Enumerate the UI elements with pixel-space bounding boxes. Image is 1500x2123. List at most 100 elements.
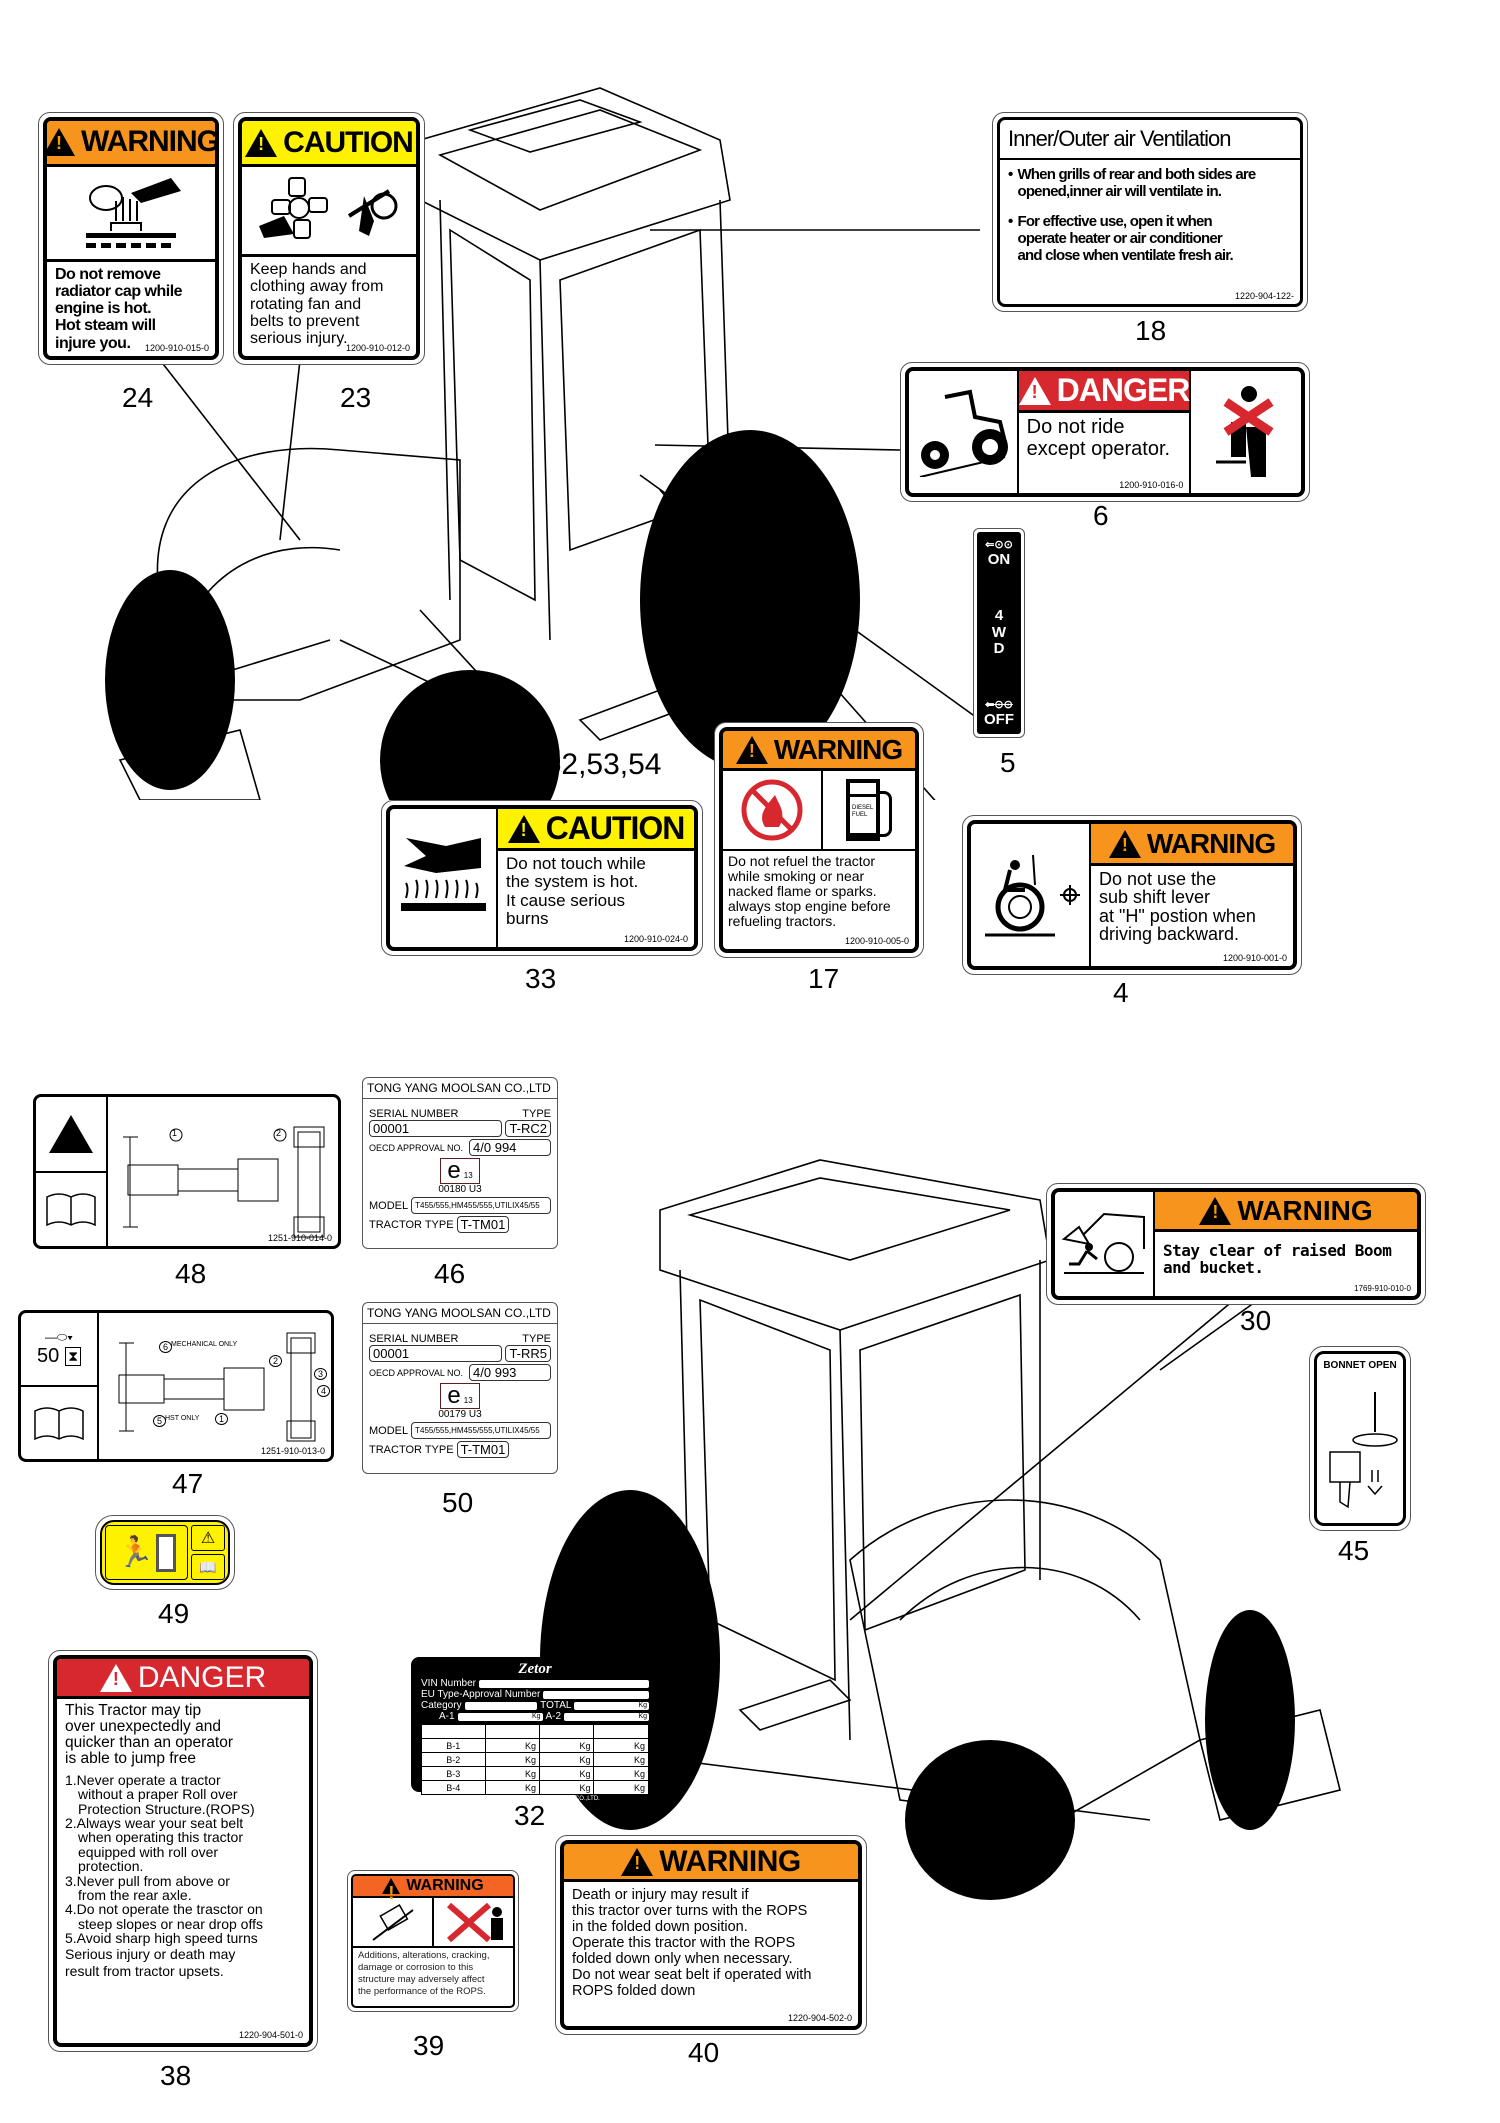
callout-number: 39 [413, 2030, 445, 2061]
decal-text-line: at "H" postion when [1099, 905, 1256, 926]
list-item: steep slopes or near drop offs [78, 1915, 263, 1932]
table-cell: Kg [593, 1780, 649, 1795]
serial-label: SERIAL NUMBER [369, 1333, 459, 1345]
model-label: MODEL [369, 1424, 409, 1437]
chassis-diagram: MECHANICAL ONLY HST ONLY 1 2 3 4 5 6 125… [99, 1313, 331, 1459]
tractor-type-label: TRACTOR TYPE [369, 1443, 454, 1456]
hourglass-icon: ⧗ [65, 1347, 82, 1366]
decal-18-ventilation: Inner/Outer air Ventilation •When grills… [992, 112, 1308, 312]
callout-number: 46 [434, 1258, 466, 1289]
decal-text-line: result from tractor upsets. [65, 1963, 224, 1980]
list-item: from the rear axle. [78, 1887, 192, 1904]
warning-triangle-icon [735, 735, 768, 764]
decal-23-caution-fan: CAUTION Keep hands and clothing away fro… [233, 112, 425, 365]
bullet-text: For effective use, open it when operate … [1017, 212, 1233, 265]
table-cell: Kg [539, 1738, 595, 1753]
fan-belt-hand-icon [242, 167, 416, 257]
table-cell: Kg [484, 1738, 541, 1753]
type-value: T-RR5 [505, 1345, 551, 1362]
model-value: T455/555,HM455/555,UTILIX45/55 [411, 1197, 551, 1214]
list-item: 2.Always wear your seat belt [65, 1815, 244, 1832]
decal-text-line: except operator. [1026, 437, 1171, 460]
eu-approval-field [543, 1690, 649, 1699]
warning-triangle-icon [507, 814, 540, 843]
callout-number: 33 [525, 963, 557, 994]
table-cell: Kg [484, 1752, 541, 1767]
callout-number: 5 [1000, 747, 1016, 778]
e-mark-number: 13 [463, 1171, 473, 1180]
decal-47-lube-chart: —⬭▾ 50⧗ MECHANICAL ONLY HST ONLY 1 2 3 4… [18, 1310, 334, 1462]
eu-approval-label: EU Type-Approval Number [421, 1689, 541, 1700]
callout-number: 23 [340, 382, 372, 413]
decal-text-line: in the folded down position. [572, 1918, 748, 1935]
part-number: 1251-910-013-0 [260, 1446, 325, 1456]
decal-text-line: ROPS folded down [572, 1982, 696, 1999]
no-passenger-icon [1191, 371, 1301, 493]
warning-triangle-icon [36, 1097, 106, 1173]
radiator-steam-icon [47, 167, 215, 262]
vin-field [479, 1679, 649, 1688]
table-cell: Kg [484, 1766, 541, 1781]
decal-text-line: clothing away from [250, 278, 384, 296]
decal-text-line: Do not refuel the tractor [728, 853, 876, 869]
decal-text-line: belts to prevent [250, 312, 360, 330]
decal-text-line: and bucket. [1163, 1258, 1264, 1278]
callout-number: 32 [514, 1800, 546, 1831]
list-item: 5.Avoid sharp high speed turns [65, 1930, 258, 1947]
rops-rollover-icon [353, 1898, 434, 1946]
callout-number: 48 [175, 1258, 207, 1289]
decal-49-emergency-exit: 🏃 ⚠ 📖 [95, 1515, 235, 1590]
type-value: T-RC2 [505, 1120, 551, 1137]
decal-text-line: Do not touch while [506, 854, 646, 873]
manual-book-icon: 📖 [191, 1554, 225, 1580]
warning-triangle-icon [382, 1878, 401, 1904]
callout-number: 51,52,53,54 [503, 748, 662, 781]
callout-number: 30 [1240, 1305, 1272, 1336]
no-welding-icon [434, 1898, 513, 1946]
decal-text-line: nacked flame or sparks. [728, 883, 877, 900]
warning-header: WARNING [353, 1876, 513, 1904]
table-cell: Kg [593, 1752, 649, 1767]
decal-text-line: engine is hot. [55, 300, 152, 318]
oecd-label: OECD APPROVAL NO. [369, 1142, 464, 1153]
serial-value: 00001 [369, 1345, 503, 1362]
marker-label: 6 [159, 1341, 172, 1353]
total-field: Kg [574, 1701, 650, 1710]
part-number: 1200-910-012-0 [345, 343, 410, 353]
decal-48-lube-chart: 1 2 1251-910-014-0 [33, 1094, 341, 1249]
e-mark: e [447, 1382, 461, 1409]
callout-number: 6 [1093, 500, 1109, 531]
decal-text-line: this tractor over turns with the ROPS [572, 1902, 808, 1919]
tractor-type-label: TRACTOR TYPE [369, 1218, 454, 1231]
decal-text-line: folded down only when necessary. [572, 1950, 793, 1967]
callout-number: 45 [1338, 1535, 1370, 1566]
decal-30-warning-boom: WARNING Stay clear of raised Boom and bu… [1046, 1183, 1426, 1305]
oecd-value: 4/0 994 [469, 1139, 551, 1156]
list-item: when operating this tractor [78, 1829, 243, 1846]
decal-38-danger-tip: DANGER This Tractor may tip over unexpec… [48, 1650, 318, 2052]
chassis-diagram: 1 2 1251-910-014-0 [108, 1097, 338, 1246]
part-number: 1200-910-001-0 [1222, 953, 1287, 963]
callout-number: 24 [122, 382, 154, 413]
model-value: T455/555,HM455/555,UTILIX45/55 [411, 1422, 551, 1439]
decal-4-warning-subshift: WARNING Do not use the sub shift lever a… [962, 815, 1302, 975]
part-number: 1220-904-122- [1234, 291, 1294, 301]
type-label: TYPE [522, 1108, 551, 1120]
warning-triangle-icon [47, 128, 75, 157]
a2-label: A-2 [545, 1711, 562, 1722]
company-name: TONG YANG MOOLSAN CO.,LTD [363, 1078, 557, 1099]
decal-text-line: It cause serious [506, 890, 626, 910]
part-number: 1200-910-005-0 [844, 936, 909, 946]
decal-text-line: injure you. [55, 334, 131, 352]
decal-text-line: Death or injury may result if [572, 1887, 749, 1903]
danger-header: DANGER [1018, 371, 1190, 413]
tractor-rollover-icon [909, 371, 1019, 493]
decal-39-warning-rops: WARNING Additions, alterations, cracking… [347, 1870, 519, 2012]
category-label: Category [421, 1700, 462, 1711]
a1-label: A-1 [439, 1711, 455, 1722]
category-field [464, 1701, 538, 1710]
